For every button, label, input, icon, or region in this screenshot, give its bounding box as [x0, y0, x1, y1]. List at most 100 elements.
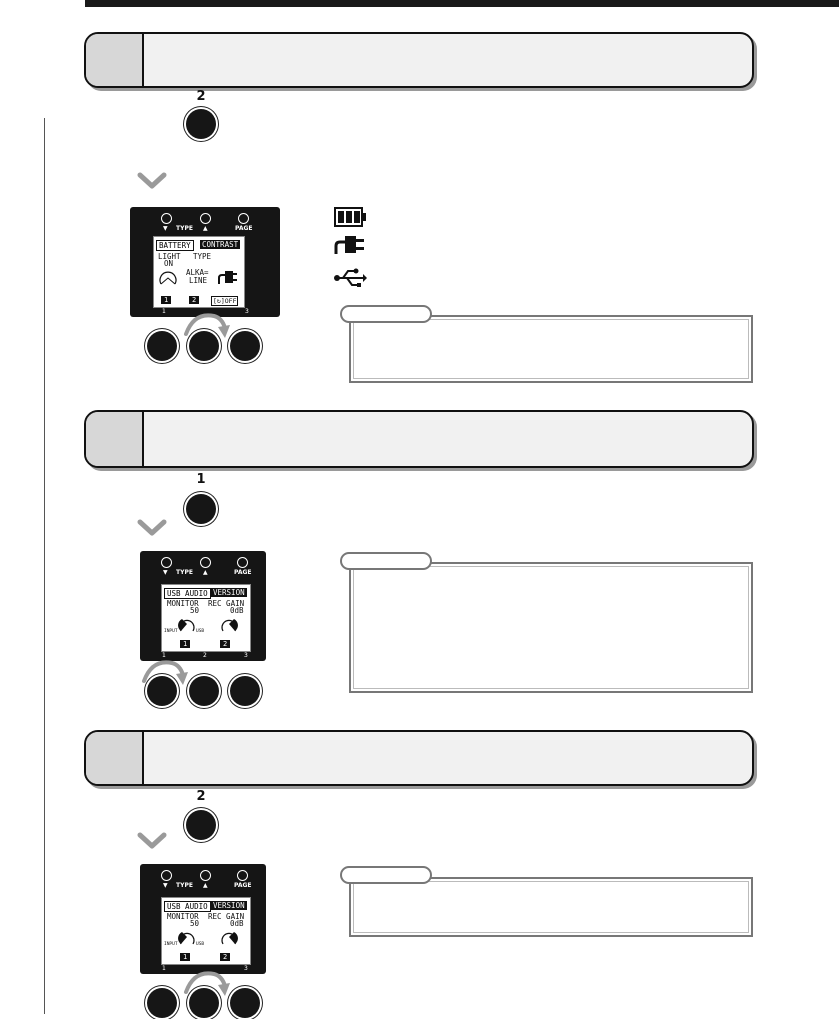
tab-contrast: CONTRAST — [200, 240, 241, 249]
rec-gain-label: REC GAIN — [208, 912, 245, 921]
type-label: TYPE — [176, 569, 193, 576]
function-button-1[interactable] — [147, 331, 177, 361]
button-number-3: 3 — [245, 308, 249, 315]
page-label: PAGE — [235, 225, 253, 232]
note-tab-3 — [340, 866, 432, 884]
page-pill-1: 1 — [161, 296, 172, 304]
dial-input-label: INPUT — [164, 629, 178, 634]
tab-version: VERSION — [211, 901, 247, 910]
function-button-3[interactable] — [230, 676, 260, 706]
type-label: TYPE — [176, 882, 193, 889]
note-tab-1 — [340, 305, 432, 323]
led-page — [237, 557, 248, 568]
ac-plug-icon — [334, 236, 364, 254]
type-heading: TYPE — [193, 252, 212, 261]
ac-plug-icon — [218, 271, 237, 284]
note-box-3 — [349, 877, 753, 937]
tab-version: VERSION — [211, 588, 247, 597]
button-number-1: 1 — [162, 965, 166, 972]
alkaline-line2: LINE — [189, 276, 208, 285]
function-button-2[interactable] — [189, 331, 219, 361]
dial-usb-label: USB — [196, 629, 205, 634]
led-page — [237, 870, 248, 881]
step-2-number-box — [86, 412, 144, 466]
led-type-up — [200, 557, 211, 568]
side-rule — [44, 118, 45, 1014]
tab-battery: BATTERY — [156, 240, 194, 251]
lcd-screen: USB AUDIO VERSION MONITOR 50 REC GAIN 0d… — [161, 584, 251, 652]
alkaline-line1: ALKA= — [186, 268, 209, 277]
arrow-down-label: ▼ — [163, 882, 168, 889]
function-button-3[interactable] — [230, 331, 260, 361]
note-tab-2 — [340, 552, 432, 570]
rotate-arrow-icon — [142, 660, 188, 685]
function-button-3[interactable] — [230, 988, 260, 1018]
function-button-1[interactable] — [147, 988, 177, 1018]
step-3-number-box — [86, 732, 144, 784]
device-panel-2: ▼ TYPE ▲ PAGE USB AUDIO VERSION MONITOR … — [140, 551, 266, 661]
rec-gain-dial-icon — [221, 932, 238, 945]
dial-icon — [159, 271, 177, 285]
dial-usb-label: USB — [196, 942, 205, 947]
step-2-knob[interactable] — [186, 494, 216, 524]
note-box-2 — [349, 562, 753, 693]
battery-icon — [334, 207, 366, 227]
step-3-knob[interactable] — [186, 810, 216, 840]
chevron-down-icon — [137, 832, 167, 849]
arrow-down-label: ▼ — [163, 225, 168, 232]
monitor-label: MONITOR — [167, 599, 199, 608]
dial-input-label: INPUT — [164, 942, 178, 947]
monitor-dial-icon — [178, 932, 195, 945]
step-3-banner — [84, 730, 754, 786]
step-1-number-box — [86, 34, 144, 86]
chevron-down-icon — [137, 519, 167, 536]
arrow-up-label: ▲ — [203, 569, 208, 576]
page-pill-2: 2 — [220, 953, 231, 961]
lcd-screen: USB AUDIO VERSION MONITOR 50 REC GAIN 0d… — [161, 897, 251, 965]
tab-usb-audio: USB AUDIO — [164, 588, 211, 599]
top-rule — [85, 0, 839, 7]
button-number-2: 2 — [203, 652, 207, 659]
light-label: LIGHT — [158, 252, 181, 261]
device-panel-3: ▼ TYPE ▲ PAGE USB AUDIO VERSION MONITOR … — [140, 864, 266, 974]
rec-gain-label: REC GAIN — [208, 599, 245, 608]
page-pill-1: 1 — [180, 953, 191, 961]
auto-off-label: [↻]OFF — [211, 296, 239, 306]
arrow-up-label: ▲ — [203, 225, 208, 232]
step-1-banner — [84, 32, 754, 88]
chevron-down-icon — [137, 172, 167, 189]
button-number-1: 1 — [162, 652, 166, 659]
function-button-1[interactable] — [147, 676, 177, 706]
monitor-dial-icon — [178, 619, 195, 632]
button-number-1: 1 — [162, 308, 166, 315]
page-pill-1: 1 — [180, 640, 191, 648]
rotate-arrow-icon — [184, 971, 230, 996]
page-label: PAGE — [234, 882, 252, 889]
tab-usb-audio: USB AUDIO — [164, 901, 211, 912]
lcd-screen: BATTERY CONTRAST LIGHT ON TYPE ALKA= LIN… — [153, 236, 245, 308]
arrow-down-label: ▼ — [163, 569, 168, 576]
rec-gain-dial-icon — [221, 619, 238, 632]
button-number-3: 3 — [244, 652, 248, 659]
page-pill-2: 2 — [189, 296, 200, 304]
led-type-up — [200, 870, 211, 881]
led-type-down — [161, 213, 172, 224]
note-box-1 — [349, 315, 753, 383]
usb-icon — [334, 268, 367, 287]
light-value: ON — [164, 259, 174, 268]
type-label: TYPE — [176, 225, 193, 232]
rec-gain-value: 0dB — [230, 919, 244, 928]
step-1-knob[interactable] — [186, 109, 216, 139]
step-2-knob-number: 1 — [196, 472, 206, 487]
arrow-up-label: ▲ — [203, 882, 208, 889]
page-label: PAGE — [234, 569, 252, 576]
led-page — [238, 213, 249, 224]
monitor-value: 50 — [190, 919, 200, 928]
function-button-2[interactable] — [189, 988, 219, 1018]
function-button-2[interactable] — [189, 676, 219, 706]
step-2-banner — [84, 410, 754, 468]
page-pill-2: 2 — [220, 640, 231, 648]
device-panel-1: ▼ TYPE ▲ PAGE BATTERY CONTRAST LIGHT ON … — [130, 207, 280, 317]
led-type-down — [161, 557, 172, 568]
monitor-label: MONITOR — [167, 912, 199, 921]
